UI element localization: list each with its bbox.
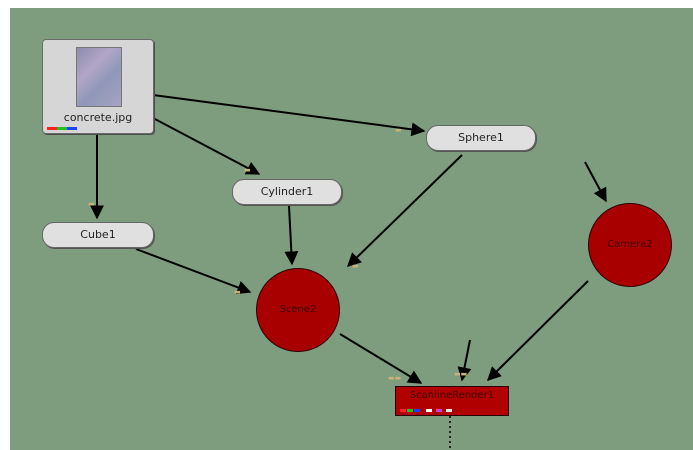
port-mark: ▬ xyxy=(244,166,251,174)
cube-node-label: Cube1 xyxy=(80,228,116,241)
edge-camera-render[interactable] xyxy=(487,280,589,381)
cylinder-node[interactable]: Cylinder1 xyxy=(232,179,342,205)
graph-edges xyxy=(90,94,607,450)
scanline-render-node[interactable]: ScanlineRender1 xyxy=(395,386,509,416)
camera-node[interactable]: Camera2 xyxy=(588,203,672,287)
channel-red-indicator xyxy=(400,409,406,412)
channel-alpha-indicator xyxy=(426,409,432,412)
edge-cylinder-scene[interactable] xyxy=(284,205,299,266)
port-mark: ▬▬ xyxy=(388,374,402,382)
edge-into-render[interactable] xyxy=(457,339,472,382)
scanline-render-label: ScanlineRender1 xyxy=(409,390,495,401)
edge-read-cylinder[interactable] xyxy=(152,117,261,175)
port-mark: ▬▬ xyxy=(454,370,468,378)
read-node-concrete[interactable]: concrete.jpg xyxy=(42,39,154,134)
read-node-label: concrete.jpg xyxy=(63,111,133,124)
channel-blue-indicator xyxy=(414,409,420,412)
image-thumbnail xyxy=(76,47,122,107)
cylinder-node-label: Cylinder1 xyxy=(260,185,314,198)
scene-node[interactable]: Scene2 xyxy=(256,268,340,352)
sphere-node-label: Sphere1 xyxy=(458,131,504,144)
port-mark: ▬ xyxy=(352,262,359,270)
channel-extra-indicator xyxy=(436,409,442,412)
cube-node[interactable]: Cube1 xyxy=(42,222,154,248)
edge-sphere-scene[interactable] xyxy=(346,154,463,267)
camera-node-label: Camera2 xyxy=(607,239,653,250)
channel-green-indicator xyxy=(407,409,413,412)
edge-read-sphere[interactable] xyxy=(152,94,426,137)
channel-green-indicator xyxy=(57,127,67,130)
scene-node-label: Scene2 xyxy=(279,304,317,315)
channel-red-indicator xyxy=(47,127,57,130)
edge-scene-render[interactable] xyxy=(339,333,423,384)
node-graph-canvas[interactable]: ▬ ▬ ▬ ▬ ▬ ▬▬ ▬▬ concrete.jpg Sphere1 Cyl… xyxy=(10,8,693,450)
channel-extra-indicator xyxy=(446,409,452,412)
edge-into-camera[interactable] xyxy=(584,161,607,203)
port-mark: ▬ xyxy=(88,200,95,208)
channel-blue-indicator xyxy=(67,127,77,130)
sphere-node[interactable]: Sphere1 xyxy=(426,125,536,151)
port-mark: ▬ xyxy=(234,288,241,296)
port-mark: ▬ xyxy=(395,126,402,134)
edge-cube-scene[interactable] xyxy=(135,248,252,295)
